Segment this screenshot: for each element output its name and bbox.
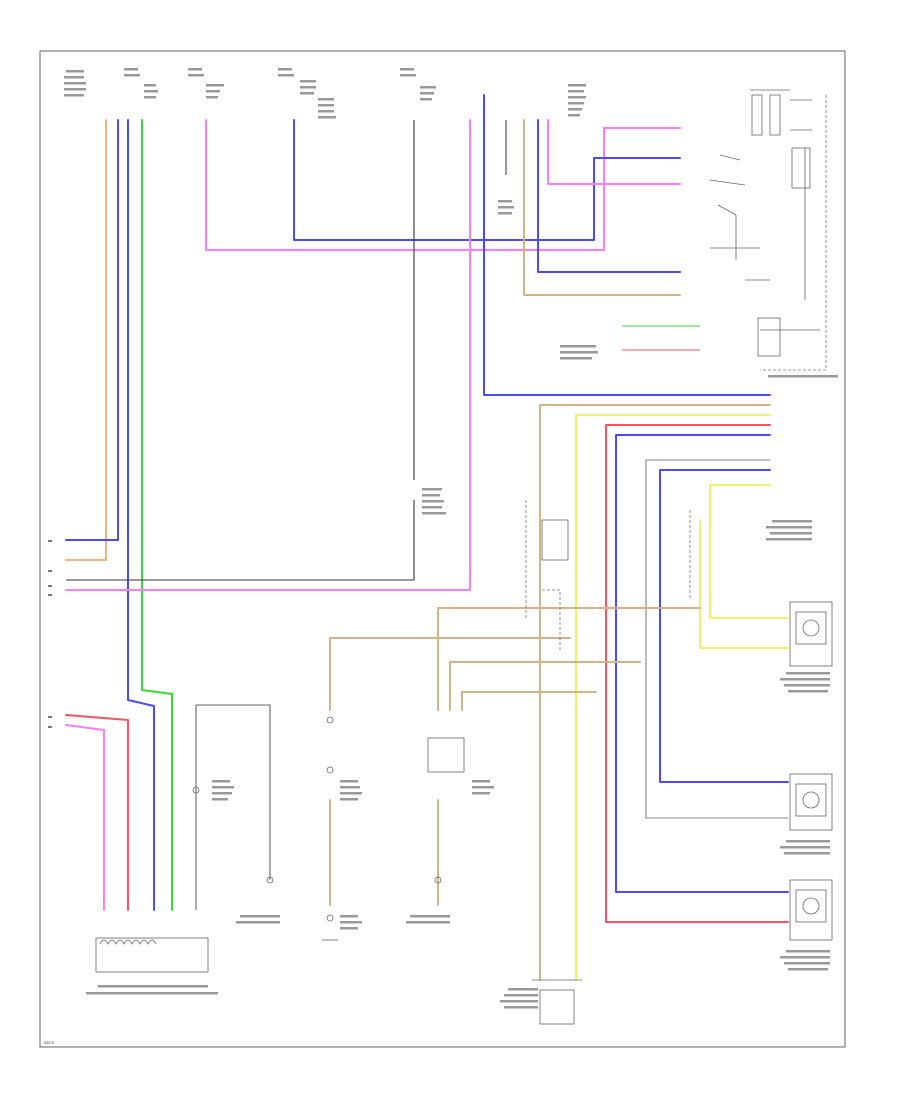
small-label-marks xyxy=(212,200,812,930)
wire-blue-mid xyxy=(483,94,771,396)
actuator-rear-left xyxy=(780,879,833,971)
top-connector-labels xyxy=(64,68,586,119)
wire-blue-left-2 xyxy=(127,119,155,911)
wire-tan-center-3 xyxy=(449,661,641,711)
wire-green-left xyxy=(141,119,173,911)
pin-markers xyxy=(48,540,52,728)
wire-blue-right xyxy=(615,434,789,893)
page-code: 98875 xyxy=(44,1042,55,1046)
junction-symbols xyxy=(192,716,442,941)
wire-tan-top xyxy=(523,119,681,296)
actuator-rear-right xyxy=(780,773,833,855)
wire-tan-center-2 xyxy=(437,607,701,711)
wire-yellow-right xyxy=(575,414,771,981)
wire-tan-center-4 xyxy=(461,691,597,711)
wire-blue-top xyxy=(293,119,681,241)
wire-pink-mid xyxy=(65,119,471,591)
central-module xyxy=(427,500,691,773)
wire-pink-top-right xyxy=(547,119,681,185)
wire-pink-bottom-left xyxy=(65,724,105,911)
wire-orange-left xyxy=(65,119,107,561)
wire-blue-top-right xyxy=(537,119,681,273)
wire-tan-center-1 xyxy=(329,637,571,711)
wire-black-lower xyxy=(66,500,415,581)
wire-blue-left-1 xyxy=(65,119,119,541)
wire-yellow-right-2 xyxy=(709,484,789,619)
wire-blue-right-2 xyxy=(659,469,789,783)
actuator-bottom-center xyxy=(500,979,582,1025)
wire-pink-top xyxy=(205,119,681,251)
actuator-front-right xyxy=(780,601,833,693)
top-right-module xyxy=(709,89,838,378)
wire-red-right xyxy=(605,424,789,923)
wire-gray-right xyxy=(645,459,788,819)
wire-red-bottom-left xyxy=(65,714,129,911)
door-lock-switch xyxy=(86,937,218,995)
diagram-frame xyxy=(39,50,846,1048)
